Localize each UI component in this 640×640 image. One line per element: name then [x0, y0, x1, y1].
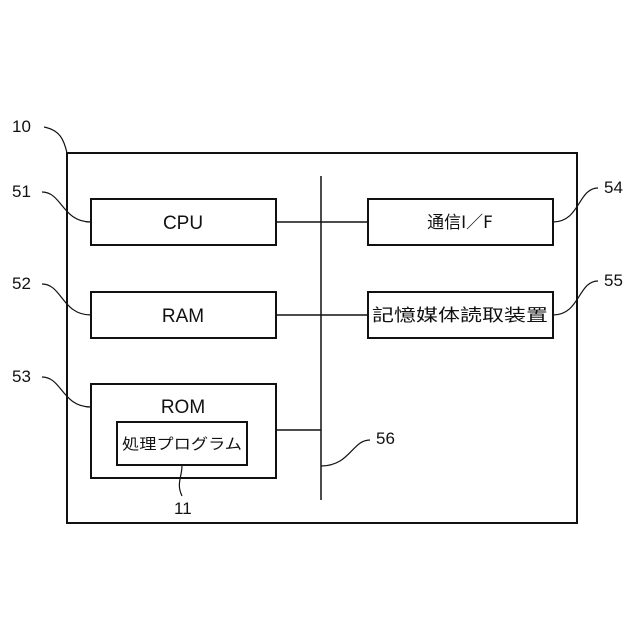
ref-54: 54 — [604, 178, 623, 197]
leader-10 — [44, 127, 67, 153]
program-label: 処理プログラム — [122, 435, 242, 453]
ref-51: 51 — [12, 182, 31, 201]
cpu-label: CPU — [163, 213, 203, 234]
comm-if-label: 通信I／F — [427, 213, 493, 233]
medium-reader-label: 記憶媒体読取装置 — [372, 306, 548, 326]
ref-56: 56 — [376, 429, 395, 448]
rom-label: ROM — [161, 397, 205, 418]
ref-55: 55 — [604, 271, 623, 290]
ref-52: 52 — [12, 274, 31, 293]
ram-label: RAM — [162, 306, 204, 327]
ref-10: 10 — [12, 117, 31, 136]
ref-11: 11 — [174, 499, 192, 518]
ref-53: 53 — [12, 367, 31, 386]
